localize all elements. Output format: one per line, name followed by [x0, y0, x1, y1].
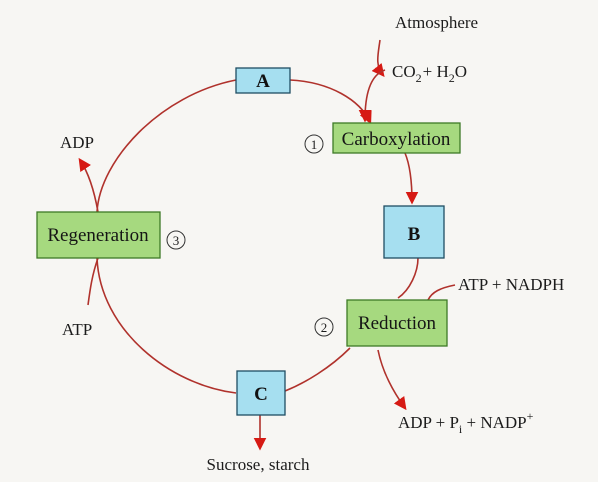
step-3-marker: 3: [166, 230, 186, 250]
arrow-atp-nadph-in: [427, 284, 456, 301]
step-2-number: 2: [321, 320, 328, 335]
sucrose-starch-label: Sucrose, starch: [207, 455, 310, 474]
adp-label: ADP: [60, 133, 94, 152]
step-2-marker: 2: [314, 317, 334, 337]
arc-a-to-carboxylation: [289, 79, 372, 125]
step-1-marker: 1: [304, 134, 324, 154]
adp-pi-nadp-label: ADP + Pi + NADP+: [398, 409, 534, 436]
arc-a-to-regeneration: [96, 79, 237, 213]
step-1-number: 1: [311, 137, 318, 152]
atp-nadph-label: ATP + NADPH: [458, 275, 564, 294]
compound-c-box: C: [236, 370, 286, 416]
atmosphere-label: Atmosphere: [395, 13, 478, 32]
arrow-co2-in: [358, 69, 386, 123]
arrow-adp-nadp-out: [377, 349, 407, 411]
compound-c-label: C: [254, 384, 268, 405]
regeneration-label: Regeneration: [47, 225, 149, 246]
reduction-box: Reduction: [346, 299, 448, 347]
carboxylation-label: Carboxylation: [342, 129, 451, 150]
regeneration-box: Regeneration: [36, 211, 161, 259]
atp-label: ATP: [62, 320, 92, 339]
compound-a-label: A: [256, 71, 270, 92]
side-arrows: [78, 39, 456, 451]
carboxylation-box: Carboxylation: [332, 122, 461, 154]
step-3-number: 3: [173, 233, 180, 248]
arrow-adp-out: [78, 157, 99, 213]
cycle-path: [96, 79, 419, 394]
reduction-label: Reduction: [358, 313, 437, 334]
arrow-atmosphere: [371, 39, 385, 78]
arrow-atp-in: [87, 257, 99, 306]
compound-b-label: B: [408, 224, 421, 245]
arc-reduction-to-c: [284, 347, 351, 392]
compound-b-box: B: [383, 205, 445, 259]
arc-carboxylation-to-b: [404, 152, 419, 205]
co2-h2o-label: CO2+ H2O: [392, 62, 467, 85]
compound-a-box: A: [235, 67, 291, 94]
arc-b-to-reduction: [397, 257, 419, 299]
arc-regeneration-to-c: [96, 257, 237, 394]
